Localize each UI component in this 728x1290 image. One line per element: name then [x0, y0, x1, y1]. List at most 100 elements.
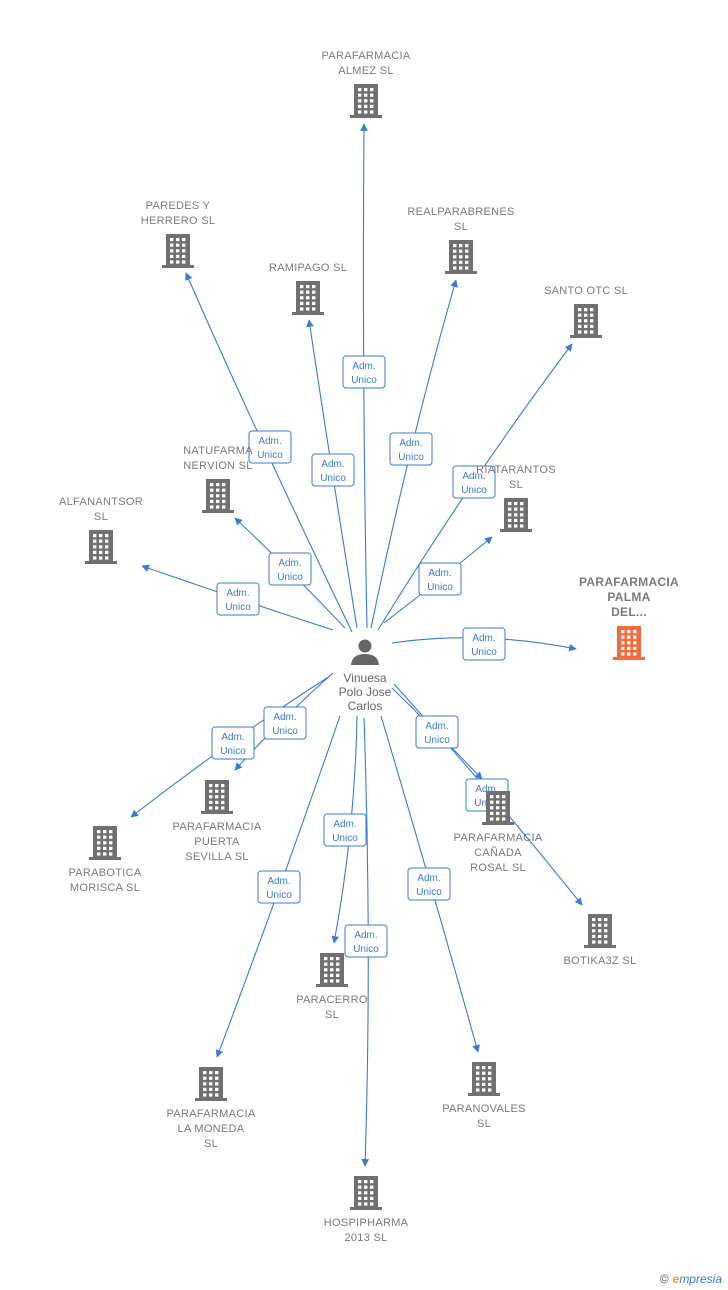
building-icon-window — [216, 499, 220, 503]
building-icon-window — [221, 800, 225, 804]
building-icon-window — [476, 1088, 480, 1092]
building-icon-window — [370, 1202, 374, 1206]
building-icon-window — [584, 308, 588, 312]
company-node-ramipago[interactable]: RAMIPAGO SL — [269, 262, 347, 315]
role-label-morisca[interactable]: Adm.Unico — [211, 726, 255, 760]
role-label-moneda[interactable]: Adm.Unico — [257, 870, 301, 904]
building-icon-window — [203, 1093, 207, 1097]
building-icon-window — [488, 1088, 492, 1092]
building-icon-window — [300, 307, 304, 311]
building-icon-window — [99, 545, 103, 549]
building-icon-window — [222, 499, 226, 503]
company-label-morisca: PARABOTICA — [68, 867, 141, 879]
building-icon-window — [93, 545, 97, 549]
building-icon-window — [176, 243, 180, 247]
building-icon-window — [216, 483, 220, 487]
building-icon-window — [324, 968, 328, 972]
building-icon-window — [216, 488, 220, 492]
building-icon-window — [182, 238, 186, 242]
building-icon-window — [300, 301, 304, 305]
building-icon-window — [324, 973, 328, 977]
role-label-line: Adm. — [462, 471, 485, 482]
role-label-riatarantos[interactable]: Adm.Unico — [418, 562, 462, 596]
building-icon-window — [482, 1077, 486, 1081]
building-icon-window — [97, 841, 101, 845]
building-icon-window — [496, 795, 500, 799]
building-icon-window — [508, 518, 512, 522]
building-icon-base — [468, 1093, 500, 1096]
role-label-ramipago[interactable]: Adm.Unico — [311, 453, 355, 487]
company-node-santo-otc[interactable]: SANTO OTC SL — [544, 285, 628, 338]
role-label-paredes[interactable]: Adm. Unico — [248, 430, 292, 464]
role-label-paranovales[interactable]: Adm.Unico — [407, 867, 451, 901]
building-icon-window — [490, 800, 494, 804]
building-icon-window — [215, 1093, 219, 1097]
company-node-morisca[interactable]: PARABOTICA MORISCA SL — [68, 826, 142, 894]
role-label-natufarma[interactable]: Adm.Unico — [268, 552, 312, 586]
building-icon-window — [621, 652, 625, 656]
building-icon-base — [570, 335, 602, 338]
role-label-line: Unico — [220, 746, 246, 757]
role-label-almez[interactable]: Adm.Unico — [342, 355, 386, 389]
building-icon-window — [364, 1185, 368, 1189]
building-icon-window — [496, 800, 500, 804]
role-label-santo-otc[interactable]: Adm.Unico — [452, 465, 496, 499]
role-label-realparabrenes[interactable]: Adm.Unico — [389, 432, 433, 466]
building-icon-window — [109, 835, 113, 839]
role-label-puerta[interactable]: Adm.Unico — [263, 706, 307, 740]
building-icon-window — [215, 806, 219, 810]
role-label-line: Unico — [257, 450, 283, 461]
company-label-paracerro: SL — [325, 1009, 339, 1021]
role-label-line: Adm. — [258, 436, 281, 447]
building-icon-window — [330, 979, 334, 983]
role-label-paracerro[interactable]: Adm.Unico — [323, 813, 367, 847]
company-label-puerta: PUERTA — [194, 836, 240, 848]
building-icon-window — [210, 494, 214, 498]
building-icon-window — [215, 1087, 219, 1091]
building-icon-window — [364, 110, 368, 114]
building-icon-window — [182, 243, 186, 247]
building-icon-window — [99, 534, 103, 538]
company-label-puerta: SEVILLA SL — [185, 851, 249, 863]
role-label-hospipharma[interactable]: Adm.Unico — [344, 924, 388, 958]
building-icon-window — [459, 244, 463, 248]
company-label-paredes: PAREDES Y — [146, 200, 211, 212]
building-icon-base — [482, 822, 514, 825]
building-icon — [201, 780, 233, 814]
building-icon-window — [584, 324, 588, 328]
building-icon-window — [209, 795, 213, 799]
building-icon — [613, 626, 645, 660]
role-label-line: Adm. — [352, 361, 375, 372]
edges-layer — [130, 123, 583, 1167]
role-label-alfanantsor[interactable]: Adm.Unico — [216, 582, 260, 616]
company-label-hospipharma: 2013 SL — [344, 1232, 387, 1244]
role-label-line: Unico — [266, 890, 292, 901]
role-label-canada[interactable]: Adm.Unico — [415, 715, 459, 749]
building-icon-window — [627, 646, 631, 650]
building-icon-window — [520, 513, 524, 517]
company-label-morisca: MORISCA SL — [70, 882, 140, 894]
building-icon-window — [496, 811, 500, 815]
role-label-palma[interactable]: Adm.Unico — [462, 627, 506, 661]
building-icon-window — [508, 513, 512, 517]
building-icon-window — [502, 795, 506, 799]
building-icon-window — [170, 249, 174, 253]
building-icon-window — [221, 784, 225, 788]
building-icon-window — [490, 806, 494, 810]
company-node-botika3z[interactable]: BOTIKA3Z SL — [564, 914, 637, 967]
company-node-palma[interactable]: PARAFARMACIAPALMADEL... — [579, 575, 679, 660]
